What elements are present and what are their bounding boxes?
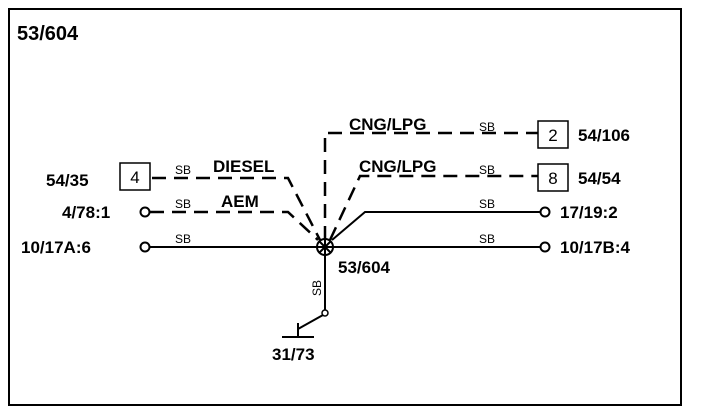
terminal-4-78-1 bbox=[139, 206, 151, 218]
wire-cng-lpg-connector-2 bbox=[323, 131, 538, 240]
terminal-label-10-17a-6: 10/17A:6 bbox=[21, 238, 91, 257]
ground-switch-contact bbox=[321, 309, 329, 317]
connector-id-2: 2 bbox=[548, 126, 557, 145]
wire-color-label: SB bbox=[310, 280, 324, 296]
ground-label: 31/73 bbox=[272, 345, 315, 364]
wire-color-label: SB bbox=[175, 232, 191, 246]
option-label-cng-lpg-lower: CNG/LPG bbox=[359, 157, 436, 176]
wire-color-label: SB bbox=[479, 163, 495, 177]
wire-17-19-2 bbox=[331, 211, 540, 241]
option-label-cng-lpg-upper: CNG/LPG bbox=[349, 115, 426, 134]
connector-box-4 bbox=[119, 162, 151, 191]
ground-switch-blade bbox=[297, 314, 324, 330]
option-label-diesel: DIESEL bbox=[213, 157, 274, 176]
connector-id-4: 4 bbox=[130, 168, 139, 187]
option-label-aem: AEM bbox=[221, 192, 259, 211]
connector-box-8 bbox=[537, 163, 569, 192]
wire-color-label: SB bbox=[175, 163, 191, 177]
wire-aem bbox=[150, 210, 319, 241]
connector-label-54-54: 54/54 bbox=[578, 169, 621, 188]
diagram-title: 53/604 bbox=[17, 23, 79, 45]
terminal-label-10-17b-4: 10/17B:4 bbox=[560, 238, 630, 257]
connector-box-2 bbox=[537, 120, 569, 149]
wire-color-label: SB bbox=[175, 197, 191, 211]
terminal-17-19-2 bbox=[539, 206, 551, 218]
splice-node-icon bbox=[316, 238, 334, 256]
diagram-frame bbox=[8, 8, 682, 406]
terminal-label-17-19-2: 17/19:2 bbox=[560, 203, 618, 222]
terminal-label-4-78-1: 4/78:1 bbox=[62, 203, 110, 222]
connector-label-54-35: 54/35 bbox=[46, 171, 89, 190]
wire-color-label: SB bbox=[479, 197, 495, 211]
connector-id-8: 8 bbox=[548, 169, 557, 188]
splice-node-label: 53/604 bbox=[338, 258, 391, 277]
wire-color-label: SB bbox=[479, 232, 495, 246]
connector-label-54-106: 54/106 bbox=[578, 126, 630, 145]
wire-color-label: SB bbox=[479, 120, 495, 134]
wire-cng-lpg-connector-8 bbox=[328, 174, 538, 241]
terminal-10-17a-6 bbox=[139, 241, 151, 253]
terminal-10-17b-4 bbox=[539, 241, 551, 253]
wire-diesel-connector-4 bbox=[152, 176, 322, 241]
